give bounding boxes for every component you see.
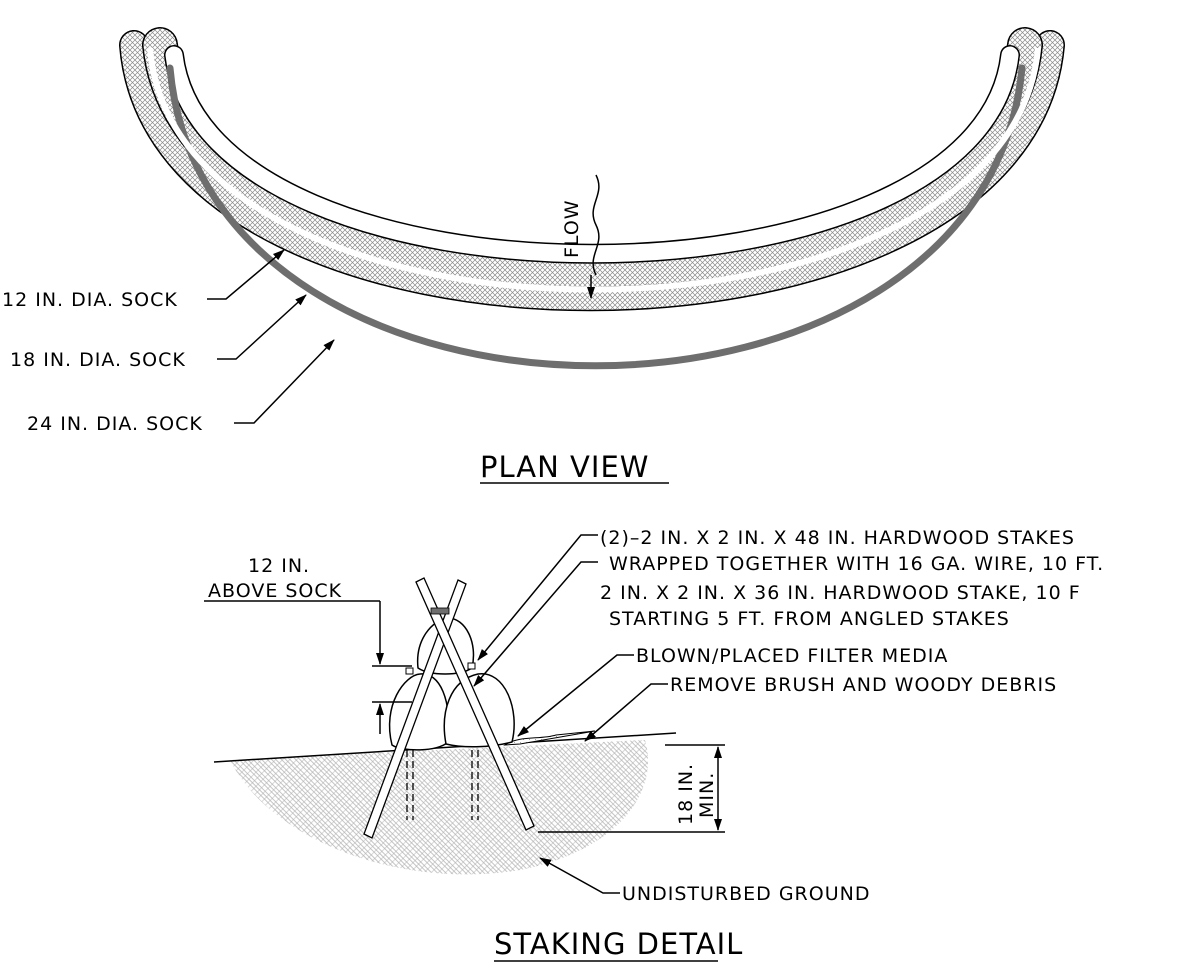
filter-media-leader	[517, 654, 634, 737]
sock-18in-band	[142, 27, 1043, 288]
straight-stake-left	[406, 750, 414, 820]
undisturbed-ground	[230, 740, 649, 875]
filter-media	[503, 730, 596, 746]
sock-24in-leader	[234, 339, 335, 424]
sock-18in-leader	[217, 294, 307, 360]
staking-detail-title: STAKING DETAIL	[494, 927, 743, 961]
remove-brush-leader	[584, 683, 668, 742]
straight-stake-label-line1: 2 IN. X 2 IN. X 36 IN. HARDWOOD STAKE, 1…	[600, 582, 1081, 604]
sock-24in-label: 24 IN. DIA. SOCK	[27, 413, 203, 435]
angled-stakes-label-line2: WRAPPED TOGETHER WITH 16 GA. WIRE, 10 FT…	[609, 553, 1104, 575]
ground-leader	[539, 857, 620, 894]
straight-stake-label-line2: STARTING 5 FT. FROM ANGLED STAKES	[609, 608, 1010, 630]
depth-dimension	[538, 744, 725, 833]
sock-inner-band	[164, 45, 1020, 264]
wire-wrap	[430, 607, 450, 615]
undisturbed-ground-label: UNDISTURBED GROUND	[622, 883, 870, 905]
remove-brush-label: REMOVE BRUSH AND WOODY DEBRIS	[670, 674, 1057, 696]
above-sock-label-line2: ABOVE SOCK	[208, 580, 342, 602]
straight-stake-right	[471, 750, 479, 820]
above-sock-label-line1: 12 IN.	[248, 555, 310, 577]
sock-tie-left	[405, 667, 414, 675]
flow-label: FLOW	[561, 199, 583, 258]
plan-view-title: PLAN VIEW	[480, 450, 649, 484]
straight-stake-leader	[473, 561, 598, 687]
depth-label-line1: 18 IN.	[675, 763, 697, 825]
ground-surface-line	[213, 732, 677, 763]
angled-stakes-leader	[477, 534, 598, 661]
filter-media-label: BLOWN/PLACED FILTER MEDIA	[636, 645, 948, 667]
angled-stake-right	[415, 577, 535, 831]
sock-12in-leader	[207, 249, 285, 300]
sock-18in-label: 18 IN. DIA. SOCK	[10, 349, 186, 371]
sock-12in-label: 12 IN. DIA. SOCK	[2, 289, 178, 311]
staking-detail: 12 IN. ABOVE SOCK (2)–2 IN. X 2 IN. X 48…	[204, 527, 1104, 962]
flow-arrow	[587, 174, 600, 299]
sock-12in-core	[166, 64, 1026, 370]
angled-stakes-label-line1: (2)–2 IN. X 2 IN. X 48 IN. HARDWOOD STAK…	[600, 527, 1075, 549]
sock-tie-right	[467, 662, 476, 670]
depth-label-line2: MIN.	[696, 772, 718, 818]
angled-stake-left	[363, 579, 467, 839]
above-sock-dimension	[204, 600, 412, 734]
plan-view: FLOW 12 IN. DIA. SOCK 18 IN. DIA. SOCK 2…	[2, 27, 1065, 484]
